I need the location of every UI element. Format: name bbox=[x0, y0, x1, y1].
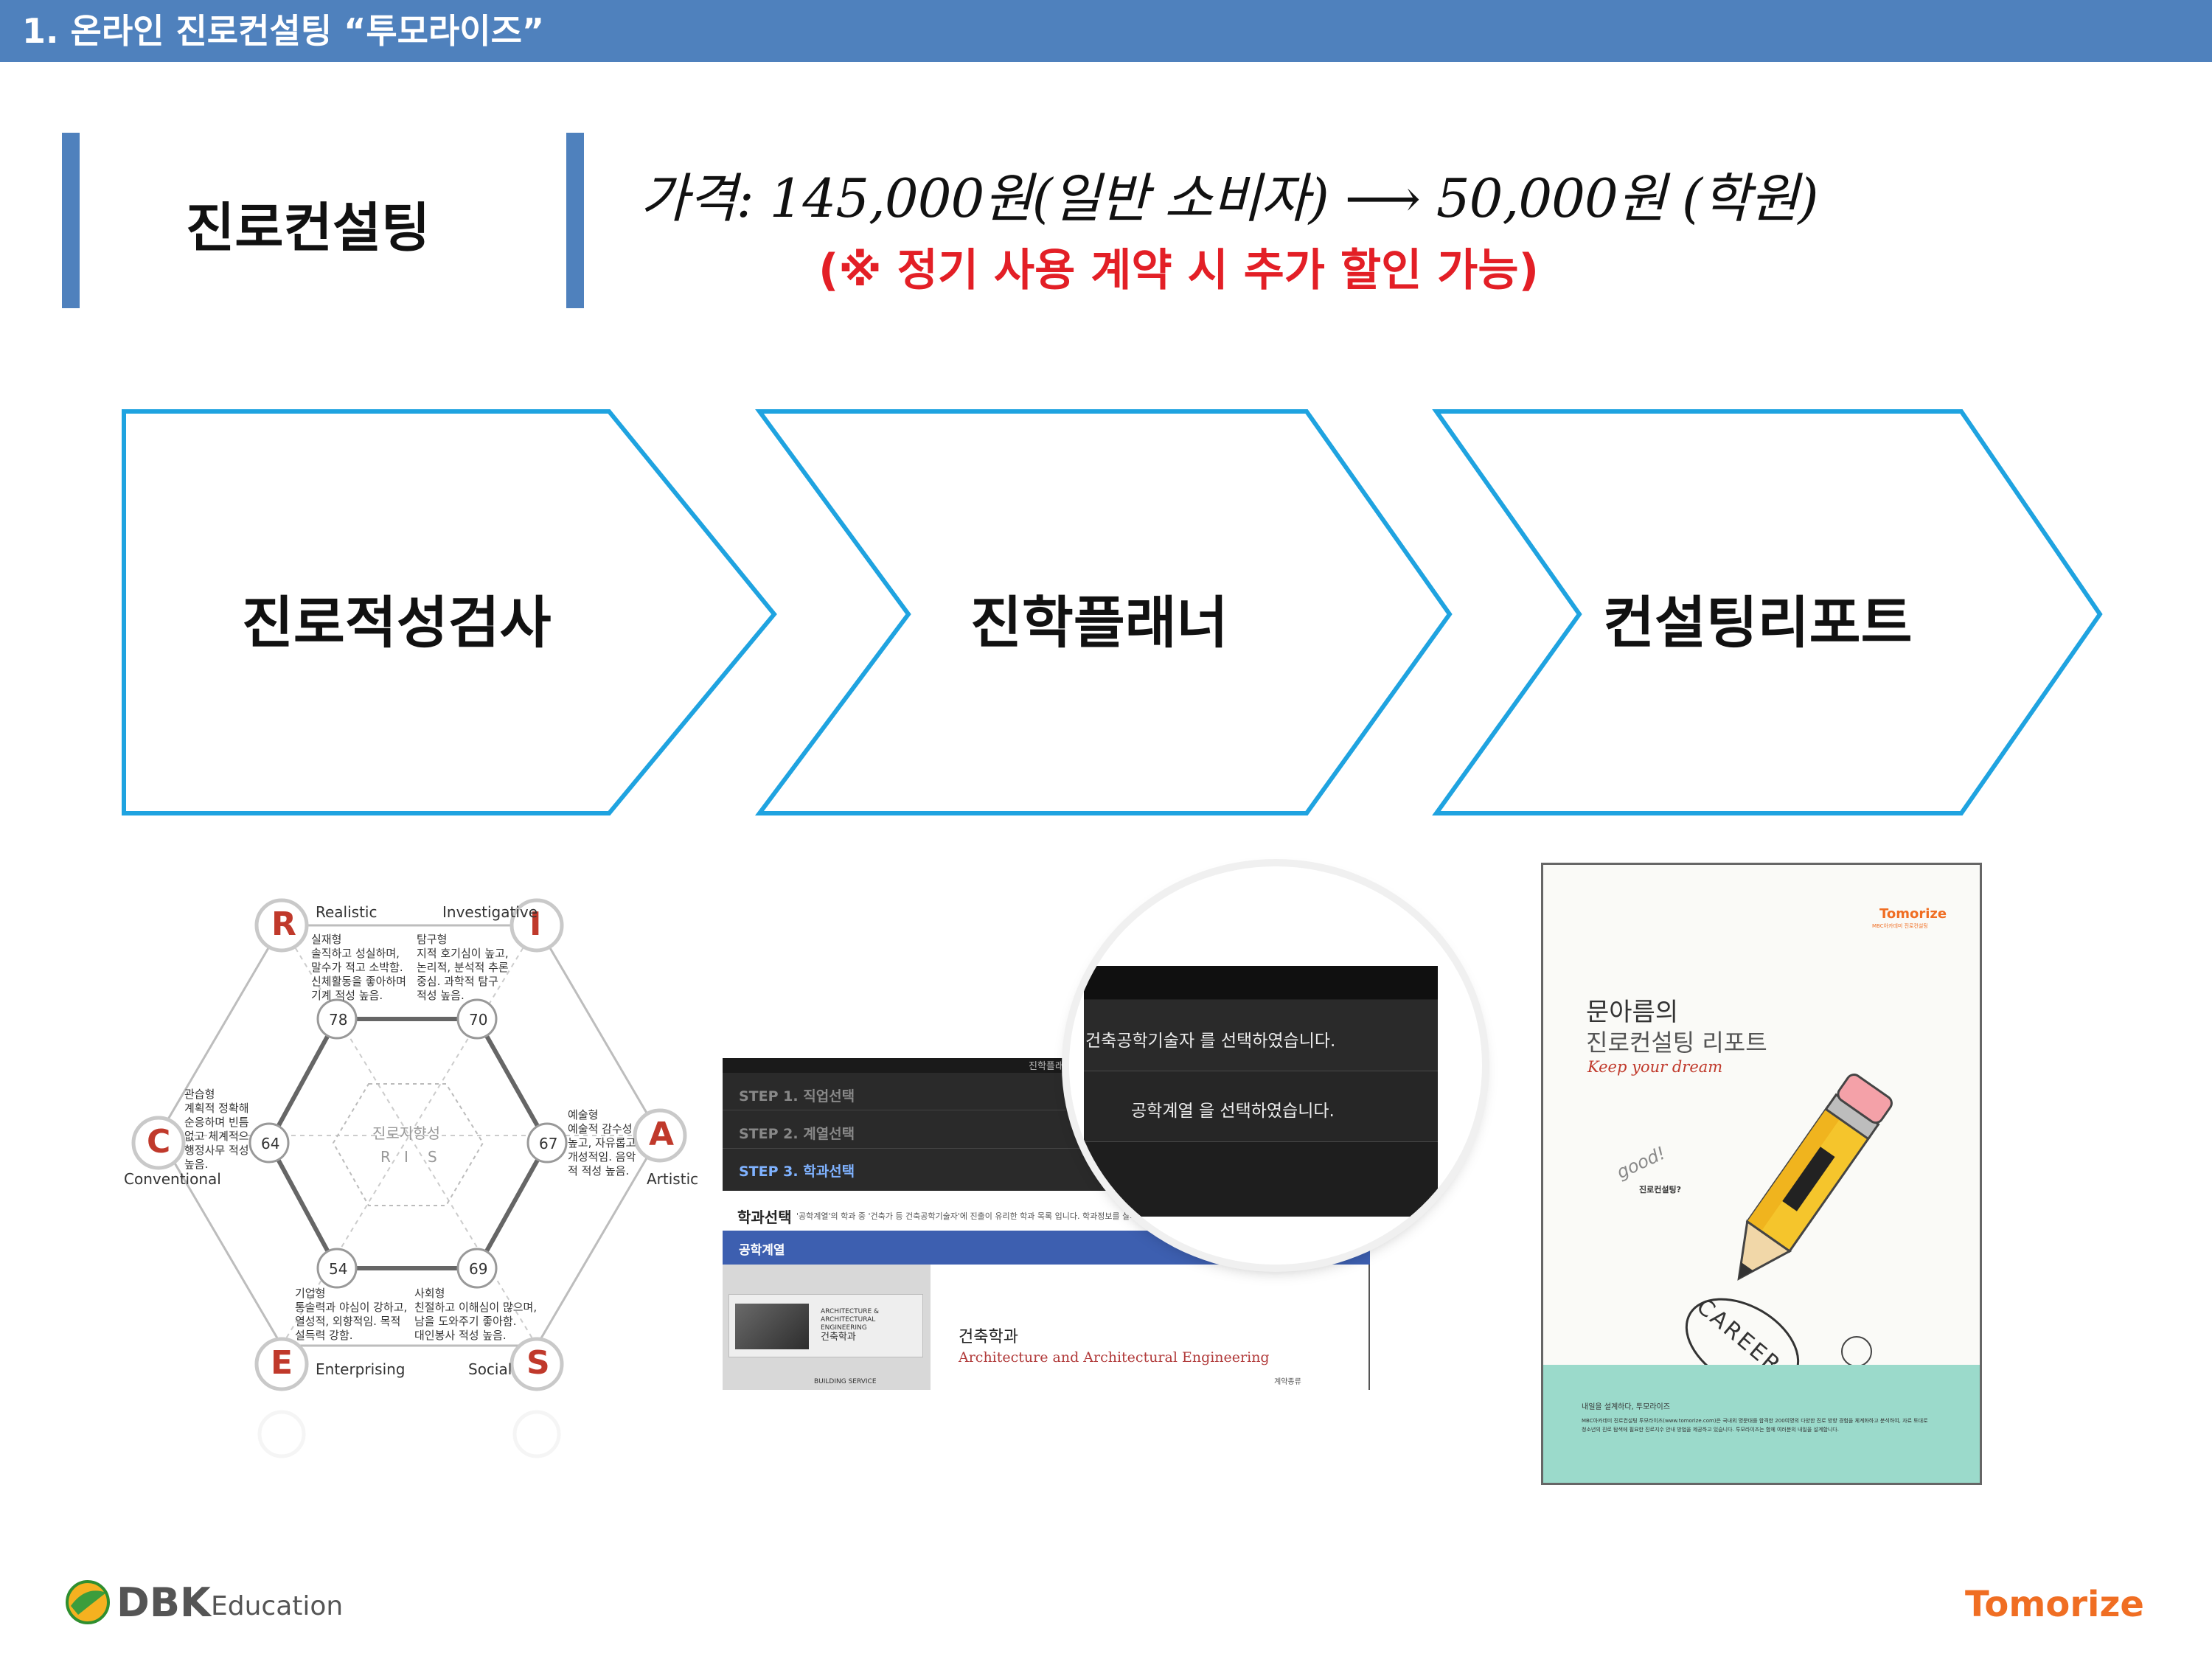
planner-dept-heading: 학과선택 bbox=[737, 1208, 792, 1226]
magnifier-line-2: 공학계열 을 선택하였습니다. bbox=[1131, 1102, 1335, 1121]
riasec-hexagon-graphic bbox=[131, 898, 687, 1458]
report-band-title: 내일을 설계하다, 투모라이즈 bbox=[1582, 1403, 1670, 1411]
riasec-letter-e: E bbox=[271, 1344, 293, 1382]
discount-note: (※ 정기 사용 계약 시 추가 할인 가능) bbox=[818, 245, 1539, 296]
report-name-line: 문아름의 bbox=[1586, 998, 1679, 1027]
header-bar: 1. 온라인 진로컨설팅 “투모라이즈” bbox=[0, 0, 2212, 62]
report-question: 진로컨설팅? bbox=[1639, 1185, 1681, 1194]
riasec-score-s: 69 bbox=[469, 1260, 488, 1278]
planner-dept-list: ARCHITECTURE & ARCHITECTURAL ENGINEERING… bbox=[723, 1265, 931, 1390]
riasec-name-conventional: Conventional bbox=[124, 1170, 221, 1188]
step-label-report: 컨설팅리포트 bbox=[1603, 590, 1913, 655]
report-pencil-illustration bbox=[1685, 1074, 1893, 1391]
left-accent-bar bbox=[62, 133, 80, 308]
riasec-score-c: 64 bbox=[261, 1135, 280, 1152]
riasec-desc-r: 실재형 솔직하고 성실하며, 말수가 적고 소박함. 신체활동을 좋아하며 기계… bbox=[311, 933, 406, 1002]
planner-step-3[interactable]: STEP 3. 학과선택 bbox=[739, 1164, 855, 1180]
chevron-step-2 bbox=[755, 409, 1453, 815]
planner-detail-en: Architecture and Architectural Engineeri… bbox=[959, 1349, 1270, 1366]
dbk-logo-text: DBK bbox=[116, 1579, 211, 1626]
riasec-desc-c: 관습형 계획적 정확해 순응하며 빈틈 없고 체계적으 행정사무 적성 높음. bbox=[184, 1088, 249, 1171]
dbk-education-text: Education bbox=[211, 1591, 344, 1621]
architecture-photo bbox=[735, 1304, 809, 1349]
riasec-desc-i: 탐구형 지적 호기심이 높고, 논리적, 분석적 추론 중심. 과학적 탐구 적… bbox=[417, 933, 509, 1002]
riasec-center-code-3: S bbox=[428, 1148, 437, 1166]
riasec-desc-e: 기업형 통솔력과 야심이 강하고, 열성적, 외향적임. 목적 설득력 강함. bbox=[295, 1287, 408, 1342]
riasec-letter-c: C bbox=[147, 1123, 171, 1161]
riasec-letter-s: S bbox=[526, 1344, 550, 1382]
report-bottom-band: 내일을 설계하다, 투모라이즈 MBC아카데미 진로컨설팅 투모라이즈(www.… bbox=[1543, 1365, 1980, 1483]
report-tagline: Keep your dream bbox=[1587, 1058, 1723, 1076]
planner-list-item-next: BUILDING SERVICE bbox=[814, 1378, 877, 1385]
riasec-desc-a: 예술형 예술적 감수성 높고, 자유롭고 개성적임. 음악 적 적성 높음. bbox=[568, 1108, 636, 1178]
consulting-report-cover: Tomorize MBC아카데미 진로컨설팅 문아름의 진로컨설팅 리포트 Ke… bbox=[1541, 863, 1982, 1485]
riasec-center-title: 진로지향성 bbox=[372, 1124, 440, 1142]
planner-list-item-en: ARCHITECTURE & ARCHITECTURAL ENGINEERING bbox=[821, 1308, 880, 1332]
price-line: 가격: 145,000원(일반 소비자) ⟶ 50,000원 (학원) bbox=[640, 167, 1819, 229]
riasec-name-artistic: Artistic bbox=[647, 1170, 699, 1188]
process-chevrons bbox=[122, 409, 2103, 815]
riasec-score-e: 54 bbox=[329, 1260, 348, 1278]
riasec-name-enterprising: Enterprising bbox=[316, 1360, 406, 1378]
magnifier-line-1: 건축공학기술자 를 선택하였습니다. bbox=[1085, 1032, 1336, 1051]
right-accent-bar bbox=[566, 133, 584, 308]
tomorize-footer-logo: Tomorize bbox=[1965, 1584, 2144, 1625]
planner-tab-label: 공학계열 bbox=[739, 1243, 785, 1258]
header-title: 1. 온라인 진로컨설팅 “투모라이즈” bbox=[22, 11, 545, 51]
riasec-letter-i: I bbox=[529, 905, 542, 943]
riasec-name-investigative: Investigative bbox=[442, 903, 538, 921]
report-title: 진로컨설팅 리포트 bbox=[1586, 1029, 1767, 1057]
riasec-desc-s: 사회형 친절하고 이해심이 많으며, 남을 도와주기 좋아함. 대인봉사 적성 … bbox=[414, 1287, 538, 1342]
riasec-score-i: 70 bbox=[469, 1011, 488, 1029]
chevron-step-3 bbox=[1432, 409, 2103, 815]
step-label-planner: 진학플래너 bbox=[970, 590, 1228, 655]
planner-step-2[interactable]: STEP 2. 계열선택 bbox=[739, 1126, 855, 1142]
chevron-step-1 bbox=[122, 409, 777, 815]
planner-list-item-architecture[interactable]: ARCHITECTURE & ARCHITECTURAL ENGINEERING… bbox=[728, 1294, 923, 1357]
report-band-text: MBC아카데미 진로컨설팅 투모라이즈(www.tomorize.com)은 국… bbox=[1582, 1418, 1928, 1433]
magnifier-dark-panel: 건축공학기술자 를 선택하였습니다. 공학계열 을 선택하였습니다. bbox=[1084, 966, 1438, 1217]
planner-magnifier: 건축공학기술자 를 선택하였습니다. 공학계열 을 선택하였습니다. bbox=[1069, 866, 1482, 1265]
riasec-diagram: R I A S E C Realistic Investigative Arti… bbox=[118, 874, 700, 1493]
riasec-letter-a: A bbox=[649, 1116, 675, 1153]
riasec-letter-r: R bbox=[271, 905, 296, 943]
step-label-aptitude-test: 진로적성검사 bbox=[242, 590, 552, 655]
planner-detail-kr: 건축학과 bbox=[959, 1328, 1018, 1346]
riasec-score-r: 78 bbox=[329, 1011, 348, 1029]
riasec-center-code-2: I bbox=[404, 1148, 408, 1166]
planner-top-title: 진학플래너 bbox=[1029, 1061, 1073, 1072]
riasec-center-code-1: R bbox=[380, 1148, 391, 1166]
riasec-score-a: 67 bbox=[539, 1135, 558, 1152]
planner-list-item-kr: 건축학과 bbox=[821, 1332, 856, 1343]
report-brand-sub: MBC아카데미 진로컨설팅 bbox=[1872, 923, 1928, 929]
report-brand: Tomorize bbox=[1879, 906, 1947, 922]
planner-detail-small: 계약종류 bbox=[1274, 1378, 1301, 1386]
section-label: 진로컨설팅 bbox=[186, 197, 431, 259]
planner-step-1[interactable]: STEP 1. 직업선택 bbox=[739, 1088, 855, 1105]
dbk-globe-icon bbox=[66, 1580, 110, 1624]
riasec-name-realistic: Realistic bbox=[316, 903, 378, 921]
riasec-name-social: Social bbox=[468, 1360, 512, 1378]
